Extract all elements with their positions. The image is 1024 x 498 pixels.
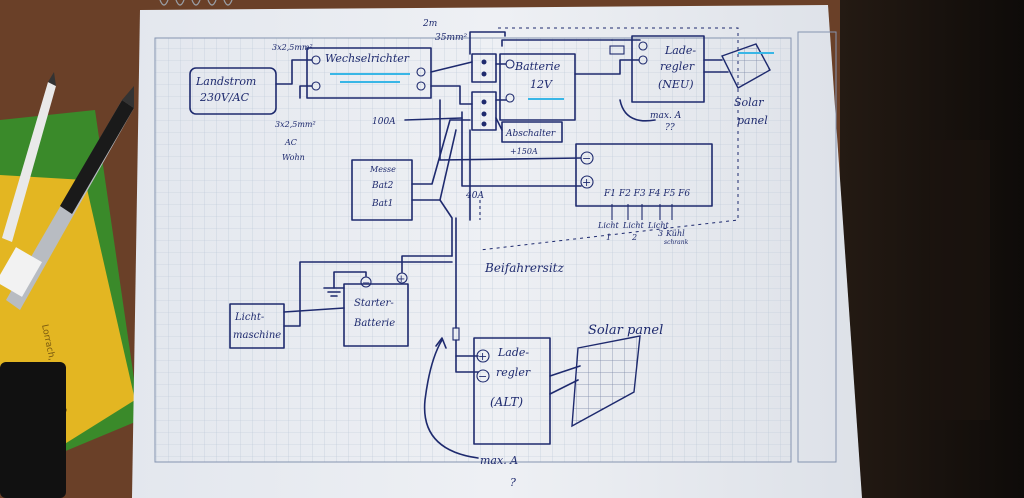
charger-new-label-3: (NEU) [658,78,694,91]
grid-paper [155,38,791,462]
charger-new-box [631,35,705,103]
top-length-label: 2m [422,19,437,29]
charger-new-note-2: ?? [665,123,675,133]
charger-old-label-3: (ALT) [490,395,523,409]
wiring-diagram: 2m Landstrom 230V/AC 3x2,5mm² 3x2,5mm² A… [189,19,774,489]
starter-minus: − [362,278,370,289]
fuse-num-3: 3 [658,229,663,238]
solar-top-label-2: panel [737,114,768,127]
charger-old-label-1: Lade- [497,346,529,359]
fuse-box [575,143,713,207]
starter-battery-box [343,283,409,347]
charger-old-box [473,337,551,445]
meter-box [351,159,413,221]
notebook-page [132,0,862,498]
battery-box [499,53,576,121]
cable-label-2-wohn: Wohn [282,153,305,162]
busbar-top [471,53,497,83]
landstrom-label-1: Landstrom [195,75,256,88]
alternator-label-1: Licht- [234,312,265,323]
charger-old-note-2: ? [510,476,516,489]
disconnect-label-2: +150A [510,147,538,156]
disconnect-label-1: Abschalter [505,129,556,139]
fuse-sub-2: Licht [622,221,645,230]
meter-label-1: Messe [369,165,396,174]
charger-old-minus: − [478,370,487,383]
busbar-bottom [471,91,497,131]
starter-plus: + [397,274,405,285]
inverter-label: Wechselrichter [325,52,410,65]
charger-old-note: max. A [480,454,518,467]
starter-label-2: Batterie [353,318,395,329]
charger-new-label-2: regler [660,60,695,73]
fuse-minus: − [582,152,591,165]
cable-label-1: 3x2,5mm² [272,43,313,52]
cable-label-5: 40A [465,191,484,201]
battery-label-2: 12V [530,78,553,91]
cable-label-4: 100A [372,117,396,127]
landstrom-label-2: 230V/AC [199,91,250,104]
pen-silver [0,86,134,310]
alternator-label-2: maschine [233,330,281,341]
fuse-num-4: schrank [664,239,689,246]
meter-label-3: Bat1 [371,199,393,209]
seat-label: Beifahrersitz [484,261,564,275]
fuse-num-1: 1 [606,233,611,242]
solar-panel-top [703,43,774,89]
seat-boundary [479,27,739,251]
meter-label-2: Bat2 [371,181,394,191]
pen-white [2,72,56,242]
fuse-sub-4: Kühl [665,229,685,238]
solar-top-label-1: Solar [734,96,764,109]
phone [0,362,66,498]
fuse-plus: + [582,176,591,189]
charger-old-plus: + [478,350,487,363]
fuse-sub-3: Licht [647,221,670,230]
charger-old-label-2: regler [496,366,531,379]
starter-label-1: Starter- [354,298,394,309]
cable-label-3: 35mm² [435,33,468,43]
fuse-sub-1: Licht [597,221,620,230]
cable-label-2: 3x2,5mm² [275,120,316,129]
margin-column [797,31,837,463]
charger-new-label-1: Lade- [664,44,696,57]
landstrom-box [189,67,277,115]
solar-panel-bottom [549,335,641,428]
cable-label-2-ac: AC [284,138,297,147]
fuse-num-2: 2 [631,233,637,242]
inverter-box [306,47,432,99]
battery-label-1: Batterie [514,60,561,73]
fuse-labels: F1 F2 F3 F4 F5 F6 [603,189,690,199]
charger-new-note: max. A [650,111,682,121]
disconnect-box [501,121,563,143]
solar-bottom-label: Solar panel [588,323,663,338]
